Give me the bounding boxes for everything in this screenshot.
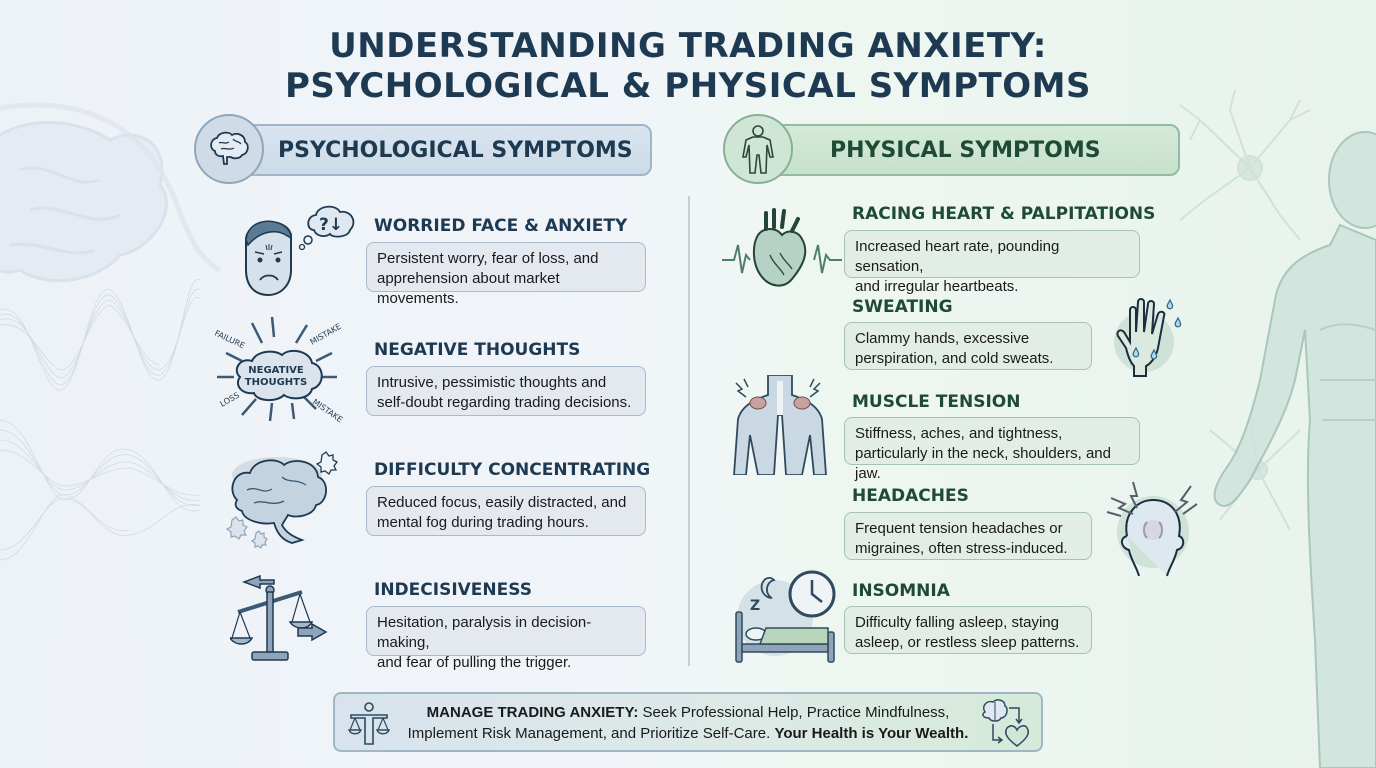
management-tips-text: Implement Risk Management, and Prioritiz… — [407, 725, 775, 742]
description-line: perspiration, and cold sweats. — [855, 350, 1054, 367]
background-wave-icon — [0, 279, 201, 561]
symptom-title: NEGATIVE THOUGHTS — [374, 340, 581, 360]
symptom-description: Frequent tension headaches or migraines,… — [844, 512, 1092, 560]
bed-clock-icon: Z — [730, 568, 840, 673]
symptom-description: Difficulty falling asleep, staying aslee… — [844, 606, 1092, 654]
svg-text:FAILURE: FAILURE — [213, 329, 246, 351]
svg-text:THOUGHTS: THOUGHTS — [245, 377, 307, 388]
negative-thoughts-cloud-icon: NEGATIVE THOUGHTS FAILURE MISTAKE LOSS M… — [212, 315, 357, 430]
description-line: Persistent worry, fear of loss, and — [377, 250, 599, 267]
description-line: and fear of pulling the trigger. — [377, 654, 572, 671]
background-neuron-icon — [1179, 89, 1311, 531]
symptom-description: Reduced focus, easily distracted, and me… — [366, 486, 646, 536]
svg-text:Z: Z — [750, 598, 760, 614]
management-tips-line-2: Implement Risk Management, and Prioritiz… — [335, 723, 1041, 744]
symptom-description: Hesitation, paralysis in decision-making… — [366, 606, 646, 671]
description-line: Intrusive, pessimistic thoughts and — [377, 374, 607, 391]
description-line: self-doubt regarding trading decisions. — [377, 394, 632, 411]
description-line: Increased heart rate, pounding sensation… — [855, 238, 1060, 275]
symptom-title: RACING HEART & PALPITATIONS — [852, 204, 1156, 224]
description-line: asleep, or restless sleep patterns. — [855, 634, 1080, 651]
foggy-brain-icon — [222, 445, 347, 555]
brain-heart-cycle-icon — [979, 698, 1031, 756]
management-tips-text: Seek Professional Help, Practice Mindful… — [638, 704, 950, 721]
symptom-description: Intrusive, pessimistic thoughts and self… — [366, 366, 646, 416]
management-tips-lead: MANAGE TRADING ANXIETY: — [426, 704, 639, 721]
description-line: and irregular heartbeats. — [855, 278, 1019, 295]
background-brain-icon — [0, 121, 168, 283]
symptom-description: Persistent worry, fear of loss, and appr… — [366, 242, 646, 307]
symptom-title: WORRIED FACE & ANXIETY — [374, 216, 628, 236]
column-divider — [688, 196, 690, 666]
sweaty-hand-icon — [1112, 292, 1192, 392]
person-scale-icon — [347, 702, 391, 752]
worried-face-icon: ?↓ — [236, 200, 366, 305]
description-line: apprehension about market movements. — [377, 270, 560, 307]
description-line: Clammy hands, excessive — [855, 330, 1030, 347]
svg-text:?↓: ?↓ — [319, 215, 343, 235]
symptom-description: Increased heart rate, pounding sensation… — [844, 230, 1140, 295]
page-title: UNDERSTANDING TRADING ANXIETY: PSYCHOLOG… — [0, 26, 1376, 106]
human-body-icon — [723, 114, 793, 184]
management-tips-banner: MANAGE TRADING ANXIETY: Seek Professiona… — [333, 692, 1043, 752]
management-tips-closing: Your Health is Your Wealth. — [774, 725, 969, 742]
description-line: Reduced focus, easily distracted, and — [377, 494, 627, 511]
symptom-description: Stiffness, aches, and tightness, particu… — [844, 417, 1140, 482]
psychological-section-header: PSYCHOLOGICAL SYMPTOMS — [216, 124, 652, 176]
balance-scale-icon — [228, 570, 330, 670]
symptom-title: HEADACHES — [852, 486, 969, 506]
description-line: Stiffness, aches, and tightness, — [855, 425, 1063, 442]
physical-section-title: PHYSICAL SYMPTOMS — [830, 137, 1101, 163]
page-title-line-1: UNDERSTANDING TRADING ANXIETY: — [329, 26, 1047, 66]
physical-section-header: PHYSICAL SYMPTOMS — [752, 124, 1180, 176]
symptom-title: SWEATING — [852, 297, 953, 317]
psychological-section-title: PSYCHOLOGICAL SYMPTOMS — [278, 137, 633, 163]
heart-ecg-icon — [722, 205, 842, 295]
symptom-title: MUSCLE TENSION — [852, 392, 1021, 412]
svg-text:MISTAKE: MISTAKE — [309, 322, 343, 347]
background-human-body-icon — [1213, 131, 1376, 768]
description-line: Frequent tension headaches or — [855, 520, 1063, 537]
svg-text:LOSS: LOSS — [219, 391, 241, 409]
symptom-title: DIFFICULTY CONCENTRATING — [374, 460, 651, 480]
description-line: Difficulty falling asleep, staying — [855, 614, 1059, 631]
tense-shoulders-icon — [730, 374, 830, 480]
description-line: particularly in the neck, shoulders, and… — [855, 445, 1111, 482]
description-line: migraines, often stress-induced. — [855, 540, 1068, 557]
svg-text:NEGATIVE: NEGATIVE — [248, 365, 304, 376]
symptom-description: Clammy hands, excessive perspiration, an… — [844, 322, 1092, 370]
symptom-title: INSOMNIA — [852, 581, 950, 601]
management-tips-line-1: MANAGE TRADING ANXIETY: Seek Professiona… — [335, 702, 1041, 723]
symptom-title: INDECISIVENESS — [374, 580, 532, 600]
description-line: Hesitation, paralysis in decision-making… — [377, 614, 592, 651]
description-line: mental fog during trading hours. — [377, 514, 589, 531]
headache-icon — [1105, 476, 1200, 586]
svg-text:MISTAKE: MISTAKE — [311, 397, 344, 424]
brain-icon — [194, 114, 264, 184]
page-title-line-2: PSYCHOLOGICAL & PHYSICAL SYMPTOMS — [285, 66, 1091, 106]
